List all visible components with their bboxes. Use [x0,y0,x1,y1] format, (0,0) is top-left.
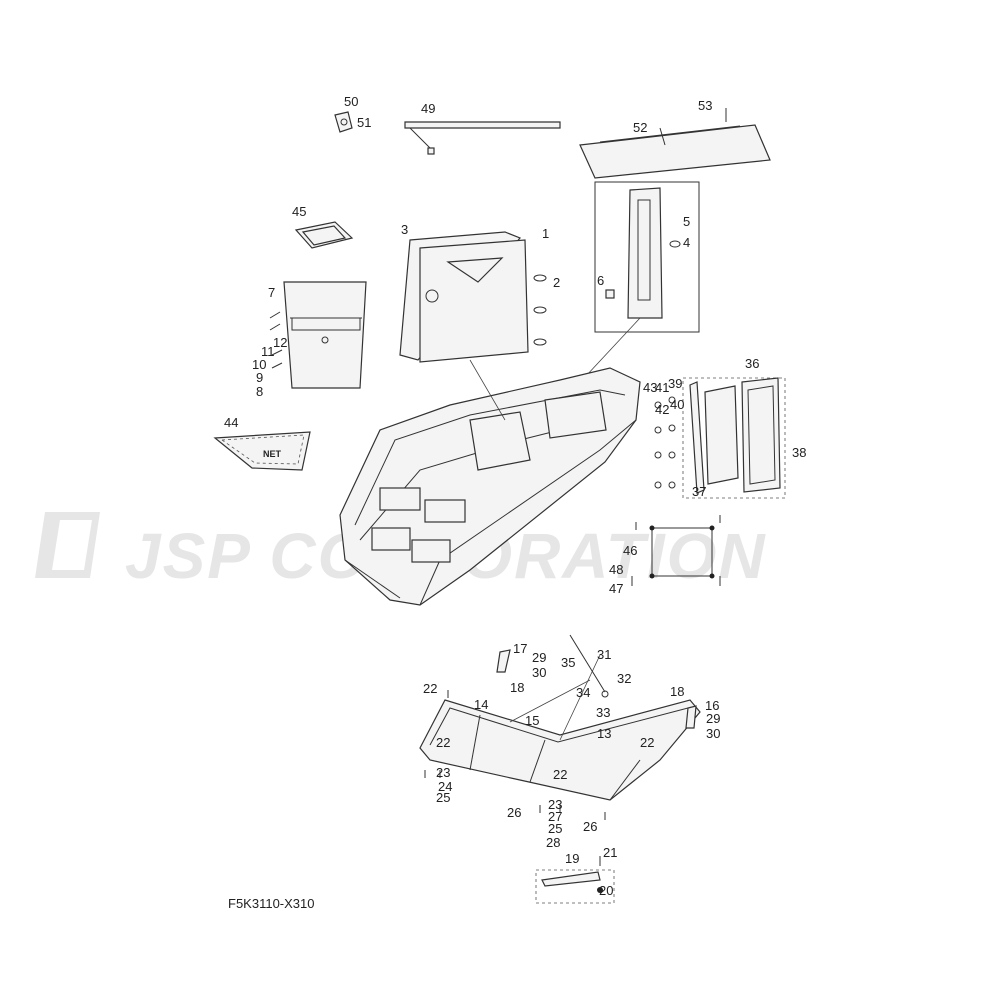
windshield-assembly [419,654,701,801]
callout-25b: 25 [548,821,562,836]
callout-31: 31 [597,647,611,662]
part-36-hatch-group [682,377,786,499]
callout-26b: 26 [583,819,597,834]
callout-36: 36 [745,356,759,371]
callout-13: 13 [597,726,611,741]
part-22-28-screws [424,690,606,820]
callout-3: 3 [401,222,408,237]
callout-40: 40 [670,397,684,412]
callout-43: 43 [643,380,657,395]
callout-37: 37 [692,484,706,499]
callout-10: 10 [252,357,266,372]
figure-code: F5K3110-X310 [228,896,315,911]
boat-hull [339,359,641,606]
callout-12: 12 [273,335,287,350]
part-17-16-brackets [496,649,697,729]
callout-39: 39 [668,376,682,391]
part-8-11-fasteners [269,311,283,369]
callout-24: 24 [438,779,452,794]
callout-52: 52 [633,120,647,135]
callout-26a: 26 [507,805,521,820]
callout-27: 27 [548,809,562,824]
part-49-rod [404,121,561,155]
callout-4: 4 [683,235,690,250]
callout-5: 5 [683,214,690,229]
callout-30a: 30 [532,665,546,680]
callout-23b: 23 [548,797,562,812]
callout-42: 42 [655,402,669,417]
callout-17: 17 [513,641,527,656]
callout-11: 11 [261,344,275,359]
callout-30b: 30 [706,726,720,741]
net-label: NET [263,449,282,459]
callout-38: 38 [792,445,806,460]
callout-22b: 22 [436,735,450,750]
callout-49: 49 [421,101,435,116]
callout-2: 2 [553,275,560,290]
callout-23a: 23 [436,765,450,780]
callout-35: 35 [561,655,575,670]
callout-20: 20 [599,883,613,898]
callout-18a: 18 [510,680,524,695]
callout-29b: 29 [706,711,720,726]
callout-28: 28 [546,835,560,850]
callout-9: 9 [256,370,263,385]
callout-22a: 22 [423,681,437,696]
callout-34: 34 [576,685,590,700]
callout-8: 8 [256,384,263,399]
part-35-strut [569,634,609,698]
callout-29a: 29 [532,650,546,665]
part-50-fitting [334,111,353,133]
callout-16: 16 [705,698,719,713]
part-1-door [419,239,529,363]
part-52-bar [579,124,771,179]
callout-6: 6 [597,273,604,288]
callout-18b: 18 [670,684,684,699]
callout-7: 7 [268,285,275,300]
callout-46: 46 [623,543,637,558]
callout-53: 53 [698,98,712,113]
callout-44: 44 [224,415,238,430]
callout-labels: 1 2 3 4 5 6 7 8 9 10 11 12 13 14 15 16 1… [224,94,806,898]
callout-41: 41 [655,380,669,395]
callout-25a: 25 [436,790,450,805]
part-2-hinges [533,274,547,346]
callout-22c: 22 [553,767,567,782]
part-44-net: NET [213,431,311,471]
callout-47: 47 [609,581,623,596]
inset-box-door-detail [544,181,700,421]
part-7-bin [283,281,367,389]
part-45-tray [294,221,354,249]
callout-50: 50 [344,94,358,109]
part-39-43-fasteners [654,396,676,489]
part-46-frame [631,515,721,586]
callout-48: 48 [609,562,623,577]
callout-19: 19 [565,851,579,866]
part-19-trim [535,856,615,904]
callout-21: 21 [603,845,617,860]
callout-32: 32 [617,671,631,686]
callout-33: 33 [596,705,610,720]
callout-1: 1 [542,226,549,241]
callout-51: 51 [357,115,371,130]
callout-22d: 22 [640,735,654,750]
callout-14: 14 [474,697,488,712]
callout-15: 15 [525,713,539,728]
callout-45: 45 [292,204,306,219]
